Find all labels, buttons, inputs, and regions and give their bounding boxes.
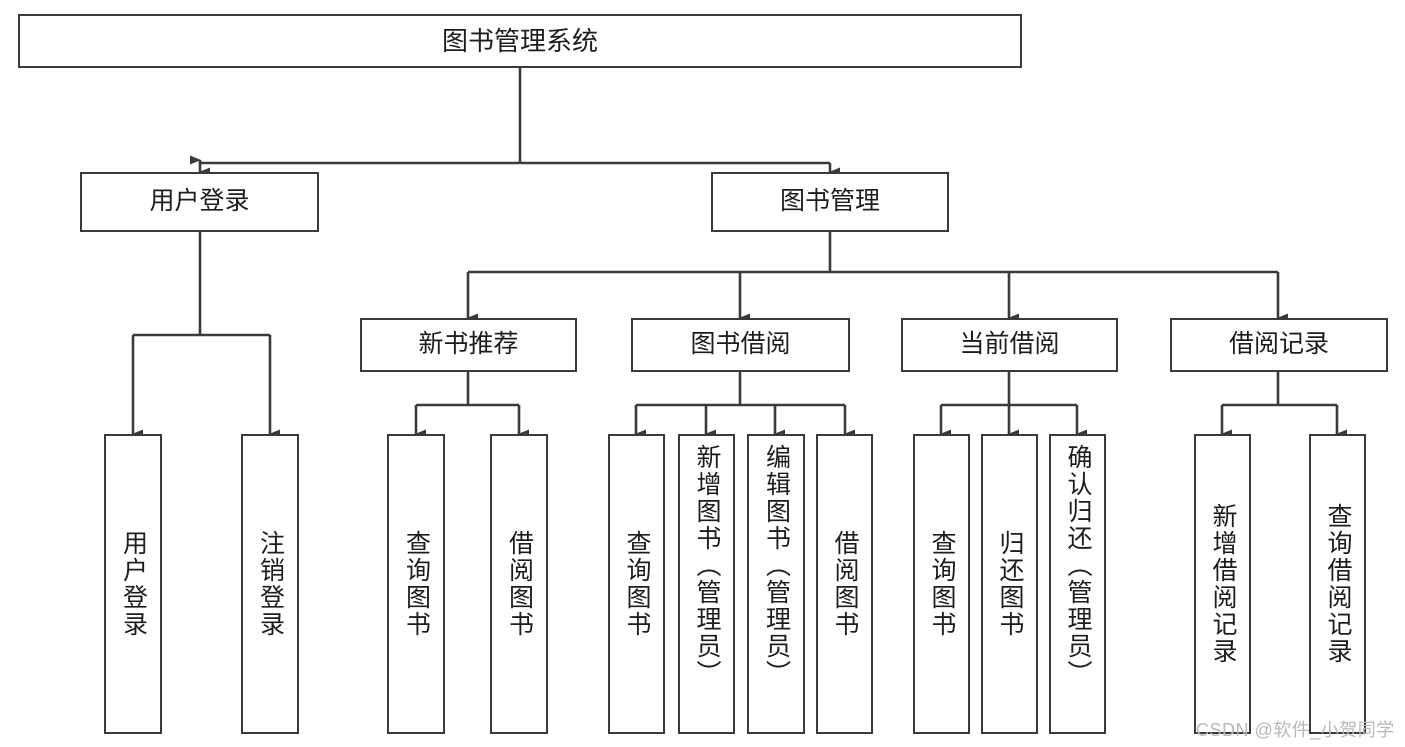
node-book-borrowing[interactable]: 图书借阅 — [631, 318, 850, 372]
node-label: 新增图书（管理员） — [693, 444, 721, 687]
leaf-query-borrow-record[interactable]: 查询借阅记录 — [1309, 434, 1366, 734]
node-label: 图书借阅 — [690, 330, 791, 359]
node-label: 编辑图书（管理员） — [762, 444, 791, 687]
node-label: 查询图书 — [623, 530, 651, 638]
leaf-borrow-books-borrowing[interactable]: 借阅图书 — [816, 434, 873, 734]
node-label: 借阅图书 — [831, 530, 859, 638]
node-label: 归还图书 — [996, 530, 1024, 638]
node-label: 注销登录 — [256, 530, 285, 638]
leaf-borrow-books-recommend[interactable]: 借阅图书 — [490, 434, 548, 734]
node-label: 借阅图书 — [505, 530, 534, 638]
node-label: 借阅记录 — [1228, 330, 1329, 359]
leaf-add-borrow-record[interactable]: 新增借阅记录 — [1194, 434, 1251, 734]
node-label: 新增借阅记录 — [1209, 503, 1237, 665]
node-label: 确认归还（管理员） — [1064, 444, 1092, 687]
leaf-user-login[interactable]: 用户登录 — [104, 434, 162, 734]
node-label: 当前借阅 — [959, 330, 1060, 359]
node-user-login[interactable]: 用户登录 — [80, 172, 319, 232]
leaf-logout-login[interactable]: 注销登录 — [241, 434, 299, 734]
watermark-text: CSDN @软件_小贺同学 — [1196, 720, 1395, 740]
node-label: 查询借阅记录 — [1324, 503, 1352, 665]
node-label: 图书管理 — [779, 187, 880, 216]
node-book-management[interactable]: 图书管理 — [711, 172, 949, 232]
leaf-query-books-current[interactable]: 查询图书 — [913, 434, 970, 734]
node-label: 查询图书 — [402, 530, 431, 638]
node-borrowing-records[interactable]: 借阅记录 — [1170, 318, 1388, 372]
node-label: 用户登录 — [149, 187, 250, 216]
leaf-edit-book-admin[interactable]: 编辑图书（管理员） — [747, 434, 805, 734]
node-label: 查询图书 — [928, 530, 956, 638]
leaf-query-books-borrowing[interactable]: 查询图书 — [608, 434, 665, 734]
node-current-borrowing[interactable]: 当前借阅 — [901, 318, 1118, 372]
node-label: 图书管理系统 — [441, 25, 598, 56]
node-label: 用户登录 — [119, 530, 148, 638]
leaf-add-book-admin[interactable]: 新增图书（管理员） — [678, 434, 735, 734]
leaf-return-books[interactable]: 归还图书 — [981, 434, 1038, 734]
leaf-confirm-return-admin[interactable]: 确认归还（管理员） — [1049, 434, 1106, 734]
node-new-book-recommendation[interactable]: 新书推荐 — [360, 318, 577, 372]
node-root-system[interactable]: 图书管理系统 — [18, 14, 1022, 68]
node-label: 新书推荐 — [418, 330, 519, 359]
leaf-query-books-recommend[interactable]: 查询图书 — [387, 434, 445, 734]
